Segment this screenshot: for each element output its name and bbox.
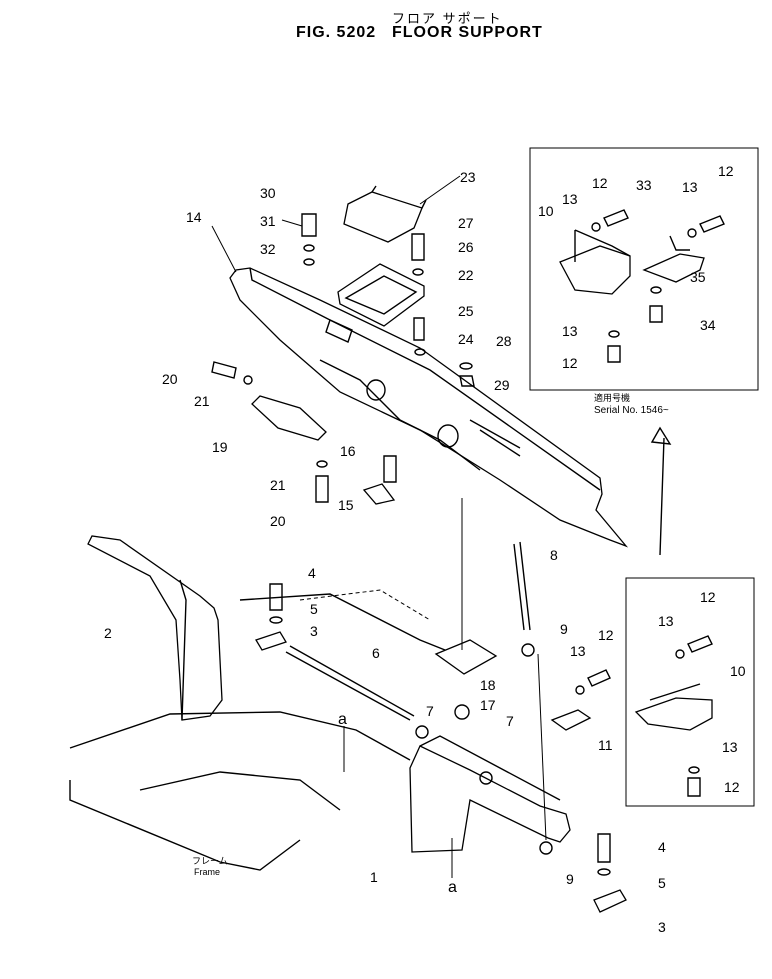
callout-14: 14	[186, 209, 202, 225]
callout-4: 4	[308, 565, 316, 581]
callout-9: 9	[566, 871, 574, 887]
callout-25: 25	[458, 303, 474, 319]
callout-6: 6	[372, 645, 380, 661]
callout-33: 33	[636, 177, 652, 193]
nut-9b	[539, 841, 553, 855]
serial-en-label: Serial No. 1546~	[594, 405, 669, 416]
callout-9: 9	[560, 621, 568, 637]
cover-plate-23	[343, 185, 427, 243]
callout-3: 3	[658, 919, 666, 935]
callout-17: 17	[480, 697, 496, 713]
callout-13: 13	[658, 613, 674, 629]
floor-support-14	[229, 267, 629, 548]
inset-bracket-33	[642, 235, 705, 283]
serial-jp-label: 適用号機	[594, 392, 630, 403]
inset-bracket-10-upper	[559, 229, 631, 295]
nut-7a	[415, 725, 429, 739]
callout-12: 12	[562, 355, 578, 371]
bolts-upper-main	[211, 213, 475, 503]
frame-outline	[69, 589, 471, 871]
callout-13: 13	[562, 323, 578, 339]
nut-7b	[479, 771, 493, 785]
callout-2: 2	[104, 625, 112, 641]
callout-23: 23	[460, 169, 476, 185]
callout-7: 7	[506, 713, 514, 729]
inset-box-upper	[529, 147, 759, 391]
shim-15	[362, 483, 396, 505]
callout-24: 24	[458, 331, 474, 347]
rod-6	[285, 645, 415, 721]
column-2	[87, 535, 223, 721]
inset-bracket-10-lower	[634, 683, 713, 731]
ref-a-lower: a	[448, 879, 457, 896]
callout-5: 5	[658, 875, 666, 891]
callout-1: 1	[370, 869, 378, 885]
callout-13: 13	[562, 191, 578, 207]
frame-en-label: Frame	[194, 867, 220, 877]
callout-22: 22	[458, 267, 474, 283]
callout-12: 12	[724, 779, 740, 795]
callout-20: 20	[270, 513, 286, 529]
callout-16: 16	[340, 443, 356, 459]
callout-34: 34	[700, 317, 716, 333]
callout-27: 27	[458, 215, 474, 231]
callout-30: 30	[260, 185, 276, 201]
callout-11: 11	[598, 737, 613, 753]
callout-3: 3	[310, 623, 318, 639]
bracket-11	[550, 709, 592, 731]
callout-13: 13	[722, 739, 738, 755]
callout-12: 12	[598, 627, 614, 643]
callout-29: 29	[494, 377, 510, 393]
callout-26: 26	[458, 239, 474, 255]
callout-21: 21	[270, 477, 286, 493]
figure-title: FLOOR SUPPORT	[392, 24, 543, 41]
callout-15: 15	[338, 497, 354, 513]
callout-19: 19	[212, 439, 228, 455]
leader-lines	[211, 175, 463, 878]
callout-12: 12	[700, 589, 716, 605]
callout-10: 10	[730, 663, 746, 679]
title-japanese: フロア サポート	[392, 11, 503, 26]
inset-box-lower	[625, 577, 755, 807]
frame-jp-label: フレーム	[192, 856, 228, 866]
callout-12: 12	[718, 163, 734, 179]
plate-18	[434, 639, 498, 675]
plate-19	[251, 395, 327, 441]
callout-4: 4	[658, 839, 666, 855]
serial-arrow	[650, 426, 672, 556]
rod-8-line	[537, 653, 547, 841]
callout-7: 7	[426, 703, 434, 719]
bracket-22	[337, 263, 425, 327]
callout-28: 28	[496, 333, 512, 349]
figure-number: FIG. 5202	[296, 24, 377, 41]
callout-13: 13	[682, 179, 698, 195]
callout-12: 12	[592, 175, 608, 191]
nut-17	[454, 704, 470, 720]
inset-upper-bolts	[591, 209, 725, 363]
callout-20: 20	[162, 371, 178, 387]
column-1	[409, 735, 571, 853]
ref-a-upper: a	[338, 711, 347, 728]
bolts-lower	[255, 583, 627, 913]
nut-9a	[521, 643, 535, 657]
callout-13: 13	[570, 643, 586, 659]
callout-8: 8	[550, 547, 558, 563]
inset-lower-bolts	[675, 635, 713, 797]
callout-5: 5	[310, 601, 318, 617]
callout-21: 21	[194, 393, 210, 409]
callout-35: 35	[690, 269, 706, 285]
callout-10: 10	[538, 203, 554, 219]
rod-8	[513, 541, 531, 631]
callout-18: 18	[480, 677, 496, 693]
callout-31: 31	[260, 213, 276, 229]
callout-32: 32	[260, 241, 276, 257]
